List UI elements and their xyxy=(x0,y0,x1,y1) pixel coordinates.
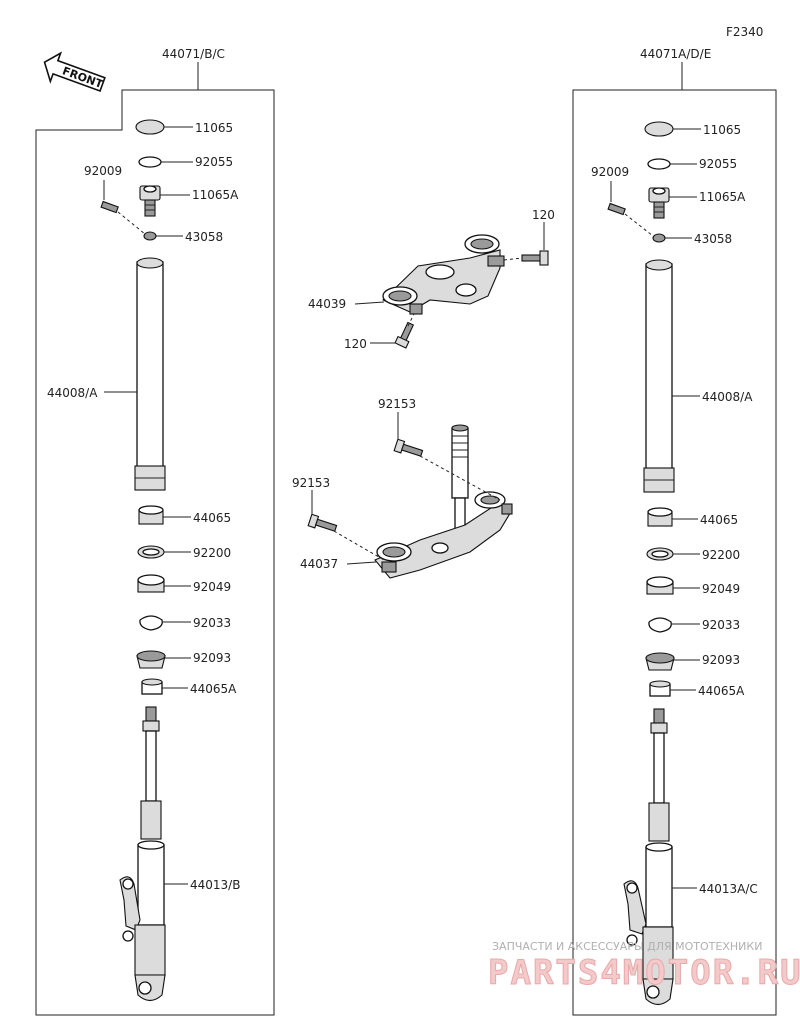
left-screw-92009 xyxy=(100,200,119,214)
right-label-92055: 92055 xyxy=(699,157,737,171)
left-label-11065A: 11065A xyxy=(192,188,239,202)
label-44037: 44037 xyxy=(300,557,338,571)
left-dust-seal-92093 xyxy=(136,650,166,669)
left-assembly-title: 44071/B/C xyxy=(162,47,225,61)
upper-bracket-bolt-120-b xyxy=(394,321,415,349)
label-44039: 44039 xyxy=(308,297,346,311)
left-label-92200: 92200 xyxy=(193,546,231,560)
right-label-92009: 92009 xyxy=(591,165,629,179)
right-label-44065A: 44065A xyxy=(698,684,745,698)
upper-bracket-group: 120 120 44039 xyxy=(308,208,555,351)
upper-bracket-44039 xyxy=(382,234,505,315)
left-oring-92055 xyxy=(138,156,162,168)
lower-bracket-bolt-92153-a xyxy=(393,438,424,457)
left-label-44065A: 44065A xyxy=(190,682,237,696)
left-label-92055: 92055 xyxy=(195,155,233,169)
left-fork-assembly: 44071/B/C 11065 92055 11065A 92009 43058 xyxy=(35,47,275,1016)
right-label-92049: 92049 xyxy=(702,582,740,596)
left-label-44013B: 44013/B xyxy=(190,878,240,892)
upper-bracket-bolt-120-a xyxy=(521,250,549,266)
right-fork-assembly: 44071A/D/E 11065 92055 11065A 92009 4305… xyxy=(572,47,777,1016)
right-oil-seal-92049 xyxy=(646,576,674,595)
right-label-92200: 92200 xyxy=(702,548,740,562)
label-92153-lower: 92153 xyxy=(292,476,330,490)
right-label-92033: 92033 xyxy=(702,618,740,632)
right-washer-43058 xyxy=(652,233,666,243)
label-120-upper: 120 xyxy=(532,208,555,222)
label-120-lower: 120 xyxy=(344,337,367,351)
figure-code: F2340 xyxy=(726,25,763,39)
left-assembly-frame xyxy=(35,89,275,1016)
left-inner-tube-44013B xyxy=(119,706,166,1002)
lower-bracket-44037 xyxy=(374,424,513,579)
left-bushing-44065 xyxy=(138,505,164,525)
watermark: ЗАПЧАСТИ И АКСЕССУАРЫ ДЛЯ МОТОТЕХНИКИ PA… xyxy=(488,940,800,994)
right-outer-tube-44008A xyxy=(643,259,675,493)
label-92153-upper: 92153 xyxy=(378,397,416,411)
front-arrow-label: FRONT xyxy=(61,64,105,91)
left-washer-43058 xyxy=(143,231,157,241)
left-label-92093: 92093 xyxy=(193,651,231,665)
right-label-11065A: 11065A xyxy=(699,190,746,204)
right-assembly-title: 44071A/D/E xyxy=(640,47,711,61)
right-label-44008A: 44008/A xyxy=(702,390,753,404)
watermark-line1: ЗАПЧАСТИ И АКСЕССУАРЫ ДЛЯ МОТОТЕХНИКИ xyxy=(492,940,762,953)
right-label-44013AC: 44013A/C xyxy=(699,882,758,896)
right-cap-11065 xyxy=(644,121,674,137)
front-arrow-icon: FRONT xyxy=(43,51,106,92)
left-circlip-92033 xyxy=(139,615,163,631)
left-label-92033: 92033 xyxy=(193,616,231,630)
right-top-bolt-11065A xyxy=(648,187,670,219)
left-label-43058: 43058 xyxy=(185,230,223,244)
right-label-11065: 11065 xyxy=(703,123,741,137)
right-screw-92009 xyxy=(607,202,626,216)
lower-bracket-group: 92153 92153 44037 xyxy=(292,397,513,579)
right-label-43058: 43058 xyxy=(694,232,732,246)
right-dust-seal-92093 xyxy=(645,652,675,671)
left-oil-seal-92049 xyxy=(137,574,165,593)
left-label-92049: 92049 xyxy=(193,580,231,594)
left-label-92009: 92009 xyxy=(84,164,122,178)
right-inner-tube-44013AC xyxy=(623,708,674,1006)
watermark-line2: PARTS4MOTOR.RU xyxy=(488,953,800,993)
lower-bracket-bolt-92153-b xyxy=(307,513,338,532)
right-bushing-44065 xyxy=(647,507,673,527)
left-label-44008A: 44008/A xyxy=(47,386,98,400)
left-outer-tube-44008A xyxy=(134,257,166,491)
left-cap-11065 xyxy=(135,119,165,135)
right-label-44065: 44065 xyxy=(700,513,738,527)
left-label-11065: 11065 xyxy=(195,121,233,135)
right-guide-bushing-44065A xyxy=(649,680,671,697)
right-circlip-92033 xyxy=(648,617,672,633)
left-label-44065: 44065 xyxy=(193,511,231,525)
right-label-92093: 92093 xyxy=(702,653,740,667)
left-top-bolt-11065A xyxy=(139,185,161,217)
right-oring-92055 xyxy=(647,158,671,170)
left-guide-bushing-44065A xyxy=(141,678,163,695)
right-assembly-frame xyxy=(572,89,777,1016)
